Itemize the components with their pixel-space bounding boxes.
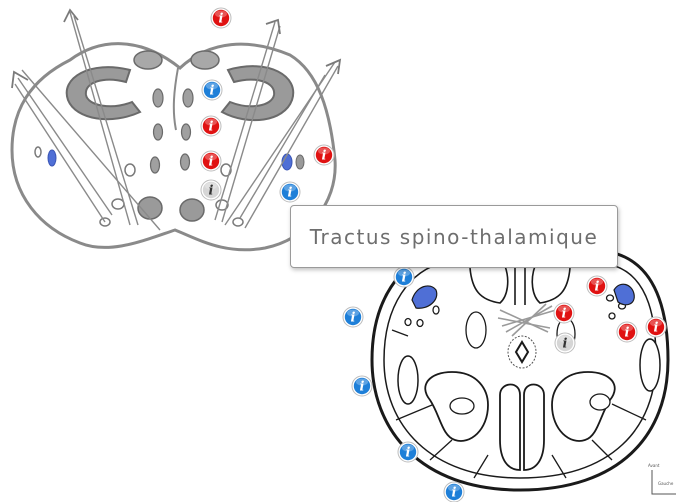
info-icon: i [210, 84, 215, 99]
info-icon: i [402, 271, 407, 286]
tooltip-label: Tractus spino-thalamique [310, 225, 599, 249]
right-pyramid [180, 199, 204, 221]
info-button-red[interactable]: i [554, 303, 574, 323]
info-button-red[interactable]: i [646, 317, 666, 337]
info-button-blue[interactable]: i [398, 442, 418, 462]
info-button-red[interactable]: i [201, 151, 221, 171]
scale-legend: Avant Gauche [646, 463, 686, 499]
info-button-red[interactable]: i [617, 322, 637, 342]
info-icon: i [209, 120, 214, 135]
info-button-blue[interactable]: i [444, 482, 464, 502]
scale-label-bottom: Gauche [658, 481, 673, 486]
info-icon: i [562, 307, 567, 322]
info-icon: i [595, 280, 600, 295]
info-icon: i [288, 186, 293, 201]
info-icon: i [351, 311, 356, 326]
info-button-red[interactable]: i [211, 8, 231, 28]
central-canal [508, 336, 536, 368]
left-spinothalamic-tract-upper [48, 150, 56, 166]
info-icon: i [625, 326, 630, 341]
info-icon: i [654, 321, 659, 336]
info-icon: i [452, 486, 457, 501]
info-button-blue[interactable]: i [280, 182, 300, 202]
info-icon: i [209, 155, 214, 170]
info-button-red[interactable]: i [314, 145, 334, 165]
right-top-nucleus [191, 51, 219, 69]
info-button-blue[interactable]: i [394, 267, 414, 287]
info-icon: i [360, 380, 365, 395]
info-icon: i [219, 12, 224, 27]
info-button-red[interactable]: i [201, 116, 221, 136]
info-icon: i [209, 184, 214, 199]
right-grey-tract [296, 155, 304, 169]
info-icon: i [406, 446, 411, 461]
left-top-nucleus [134, 51, 162, 69]
scale-label-top: Avant [648, 463, 659, 468]
info-button-red[interactable]: i [587, 276, 607, 296]
info-icon: i [563, 337, 568, 352]
info-button-blue[interactable]: i [343, 307, 363, 327]
info-button-blue[interactable]: i [202, 80, 222, 100]
lower-section [372, 243, 676, 494]
tooltip-tractus-spino-thalamique: Tractus spino-thalamique [290, 205, 618, 268]
info-icon: i [322, 149, 327, 164]
info-button-grey[interactable]: i [555, 333, 575, 353]
upper-section-outline [12, 44, 335, 250]
info-button-grey[interactable]: i [201, 180, 221, 200]
info-button-blue[interactable]: i [352, 376, 372, 396]
